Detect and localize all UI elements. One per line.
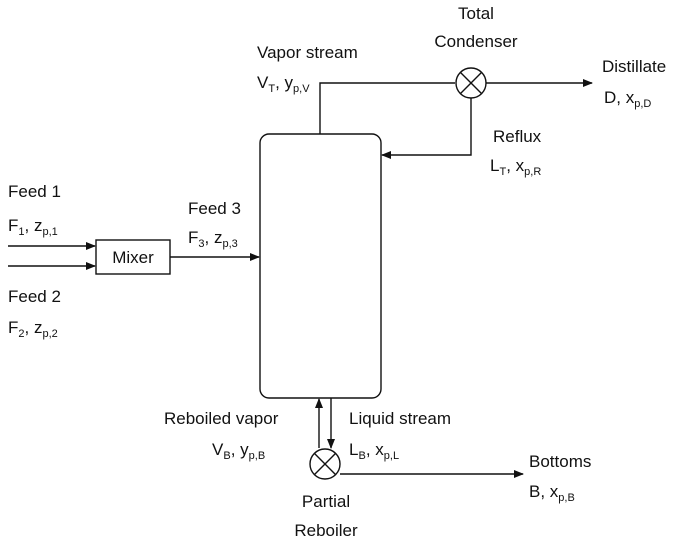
vapor-stream-line	[319, 82, 455, 134]
condenser-symbol	[455, 67, 487, 99]
distillate-title: Distillate	[602, 57, 666, 76]
vapor-stream-spec: VT, yp,V	[257, 73, 310, 95]
bottoms-title: Bottoms	[529, 452, 591, 471]
bottoms-spec: B, xp,B	[529, 482, 575, 504]
distillation-column	[259, 133, 382, 399]
reboiled-vapor-title: Reboiled vapor	[164, 409, 279, 428]
liquid-stream-title: Liquid stream	[349, 409, 451, 428]
feed3-spec: F3, zp,3	[188, 228, 238, 250]
feed1-title: Feed 1	[8, 182, 61, 201]
reflux-title: Reflux	[493, 127, 542, 146]
reboiled-vapor-spec: VB, yp,B	[212, 440, 265, 462]
distillate-spec: D, xp,D	[604, 88, 651, 110]
feed1-spec: F1, zp,1	[8, 216, 58, 238]
reflux-spec: LT, xp,R	[490, 156, 541, 178]
liquid-stream-spec: LB, xp,L	[349, 440, 399, 462]
condenser-label-line1: Total	[458, 4, 494, 23]
reboiler-label-line1: Partial	[302, 492, 350, 511]
feed2-title: Feed 2	[8, 287, 61, 306]
reflux-line	[381, 98, 472, 159]
condenser-label-line2: Condenser	[434, 32, 518, 51]
feed2-spec: F2, zp,2	[8, 318, 58, 340]
vapor-stream-title: Vapor stream	[257, 43, 358, 62]
reboiler-label-line2: Reboiler	[294, 521, 358, 540]
feed3-title: Feed 3	[188, 199, 241, 218]
reboiler-symbol	[309, 448, 341, 480]
mixer-label: Mixer	[112, 248, 154, 267]
